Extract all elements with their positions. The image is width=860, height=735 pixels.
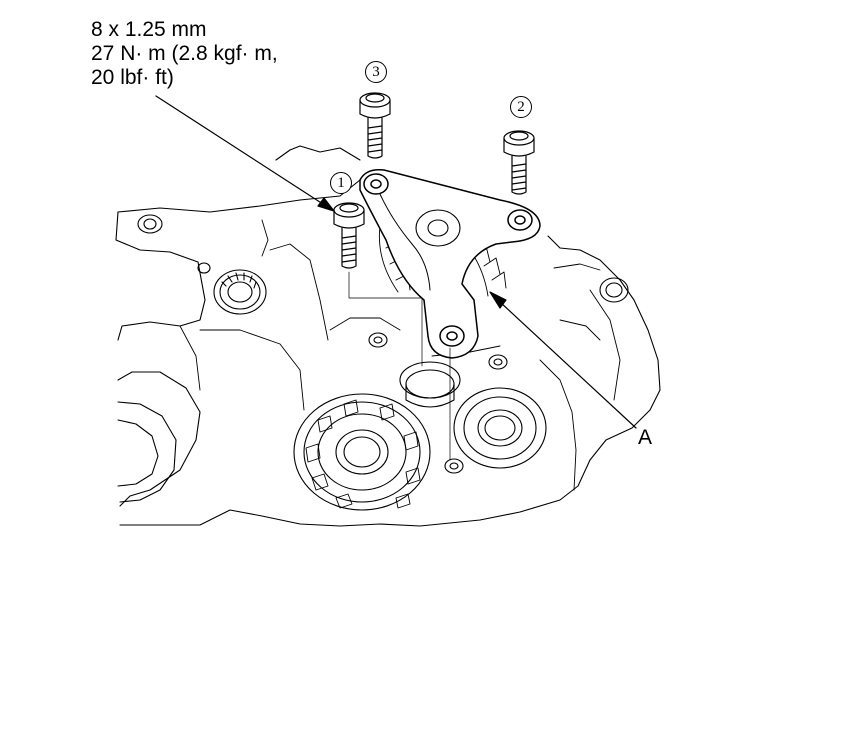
callout-3: 3 (365, 61, 387, 83)
shaft-bore (400, 362, 460, 407)
callout-1: 1 (330, 172, 352, 194)
left-bore (118, 402, 176, 502)
part-a-label: A (638, 426, 653, 449)
right-bearing (454, 388, 546, 468)
bracket-plate (360, 170, 540, 358)
bolt-size-label: 8 x 1.25 mm (91, 18, 207, 41)
bolt-3-icon (360, 93, 390, 158)
callout-2: 2 (510, 96, 532, 118)
torque-nm-label: 27 N· m (2.8 kgf· m, (91, 42, 278, 65)
part-a-leader-line (490, 292, 636, 428)
crankcase-outline (116, 146, 660, 526)
torque-spec: 8 x 1.25 mm 27 N· m (2.8 kgf· m, 20 lbf·… (91, 18, 278, 90)
case-ribs (180, 220, 620, 490)
bolt-2-icon (504, 131, 534, 194)
dowel-holes (138, 215, 628, 473)
splined-shaft (214, 270, 266, 314)
torque-lbf-label: 20 lbf· ft) (91, 66, 174, 89)
spec-leader-line (156, 96, 334, 211)
main-bearing (294, 394, 430, 510)
alignment-lines (349, 272, 450, 460)
bolt-1-icon (334, 203, 364, 268)
